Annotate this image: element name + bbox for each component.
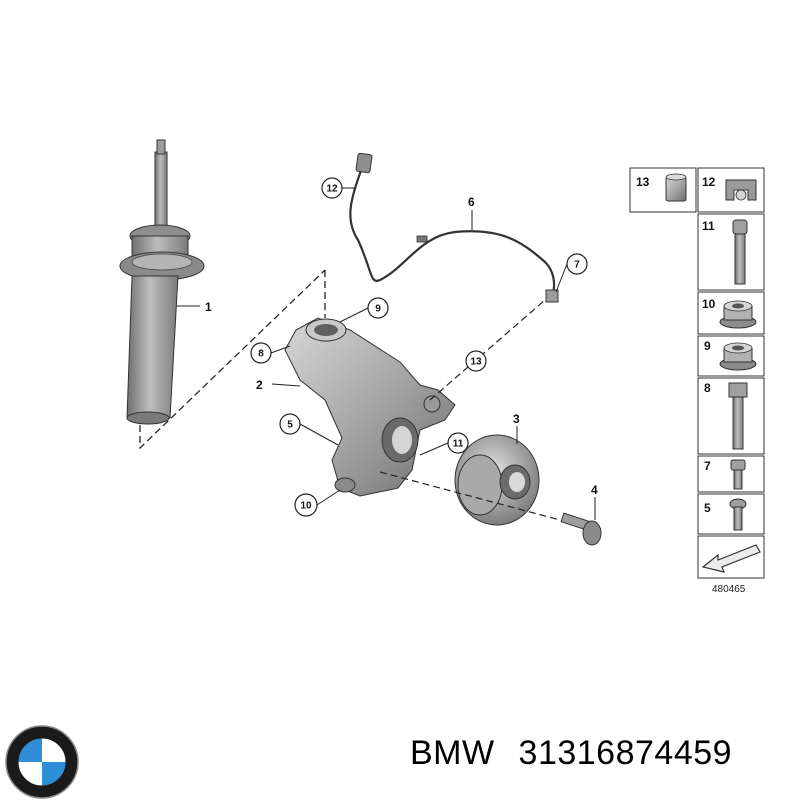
bush-icon <box>665 173 687 202</box>
panel-cell-11 <box>697 213 765 291</box>
callout-1: 1 <box>205 300 212 314</box>
knuckle-top-eye-hole <box>314 324 338 336</box>
bolt-11-icon <box>732 219 748 285</box>
callout-11: 11 <box>453 439 464 450</box>
hex-bolt-8-icon <box>728 382 748 450</box>
knuckle-side-boss <box>423 395 441 413</box>
panel-parts <box>665 173 761 573</box>
panel-numbers: 13 12 11 10 9 8 7 5 <box>636 175 716 515</box>
panel-cell-8 <box>697 377 765 455</box>
callout-5-ring <box>279 413 301 435</box>
callout-5: 5 <box>287 420 293 431</box>
flange-nut-10-icon <box>719 300 757 329</box>
strut-rod-tip <box>156 139 166 155</box>
panel-num-5: 5 <box>704 501 711 515</box>
flange-nut-9-icon <box>719 342 757 371</box>
footer-label: BMW 31316874459 <box>410 734 795 784</box>
wheel-hub <box>454 434 540 526</box>
leader-line-5 <box>299 423 339 446</box>
brand-name: BMW <box>410 734 495 772</box>
sensor-head <box>545 289 559 303</box>
callout-4: 4 <box>591 483 598 497</box>
knuckle-dashline-13 <box>429 299 546 401</box>
panel-num-7: 7 <box>704 459 711 473</box>
hub-bolt-head <box>582 520 602 546</box>
callout-7-ring <box>566 253 588 275</box>
callout-13: 13 <box>470 357 482 368</box>
strut-tube <box>126 275 179 419</box>
callout-13-ring <box>465 350 487 372</box>
reference-number: 480465 <box>712 584 746 595</box>
panel-num-8: 8 <box>704 381 711 395</box>
callout-12-circled: 12 <box>321 177 356 199</box>
sensor-cable-wire <box>349 167 556 296</box>
hub-bolt <box>560 512 602 546</box>
strut-assembly <box>119 139 205 425</box>
direction-arrow-icon <box>701 544 761 573</box>
leader-line-10 <box>316 489 341 506</box>
panel-cell-10 <box>697 291 765 335</box>
callout-8-ring <box>250 342 272 364</box>
sensor-clip <box>416 235 428 243</box>
sensor-cable <box>349 152 559 303</box>
callout-10-circled: 10 <box>294 489 341 517</box>
hub-center-bore <box>509 472 525 492</box>
callout-3: 3 <box>513 412 520 426</box>
clip-icon <box>725 179 757 201</box>
callout-9-circled: 9 <box>339 297 389 323</box>
strut-tube-bottom <box>126 411 170 425</box>
sensor-connector <box>355 152 373 174</box>
callout-12-ring <box>321 177 343 199</box>
callout-6: 6 <box>468 195 475 209</box>
callout-5-circled: 5 <box>279 413 339 446</box>
panel-num-9: 9 <box>704 339 711 353</box>
callout-10: 10 <box>300 501 312 512</box>
socket-bolt-7-icon <box>730 459 746 490</box>
callout-13-circled: 13 <box>465 350 487 372</box>
panel-num-13: 13 <box>636 175 650 189</box>
leader-line-7 <box>555 263 568 293</box>
callout-12: 12 <box>326 184 338 195</box>
panel-cell-arrow <box>697 535 765 579</box>
hub-bearing <box>457 454 503 516</box>
strut-piston-rod <box>154 151 168 231</box>
leader-line-2 <box>271 383 301 387</box>
callout-8-circled: 8 <box>250 342 291 364</box>
callout-7-circled: 7 <box>555 253 588 293</box>
short-bolt-5-icon <box>729 498 747 531</box>
panel-cell-12 <box>697 167 765 213</box>
callout-7: 7 <box>574 260 580 271</box>
knuckle-lower-eye <box>334 477 356 493</box>
callout-2: 2 <box>256 378 263 392</box>
hub-dashline <box>379 471 561 521</box>
leader-line-9 <box>339 307 369 323</box>
panel-cell-5 <box>697 493 765 535</box>
leader-line-11 <box>419 442 449 456</box>
callout-10-ring <box>294 493 318 517</box>
panel-num-10: 10 <box>702 297 716 311</box>
parts-panel <box>629 167 765 579</box>
steering-knuckle <box>284 317 456 497</box>
strut-spring-seat-inner <box>131 253 193 271</box>
panel-cell-13 <box>629 167 697 213</box>
callout-9-ring <box>367 297 389 319</box>
bmw-logo <box>5 725 79 799</box>
knuckle-bore-inner <box>392 426 412 454</box>
callout-11-circled: 11 <box>419 432 469 456</box>
leader-line-8 <box>270 345 291 354</box>
panel-num-12: 12 <box>702 175 716 189</box>
part-number: 31316874459 <box>518 734 733 772</box>
panel-cell-7 <box>697 455 765 493</box>
callout-8: 8 <box>258 349 264 360</box>
panel-cell-9 <box>697 335 765 377</box>
callout-11-ring <box>447 432 469 454</box>
callout-9: 9 <box>375 304 381 315</box>
strut-knuckle-dashline <box>139 269 326 450</box>
panel-num-11: 11 <box>702 219 715 233</box>
